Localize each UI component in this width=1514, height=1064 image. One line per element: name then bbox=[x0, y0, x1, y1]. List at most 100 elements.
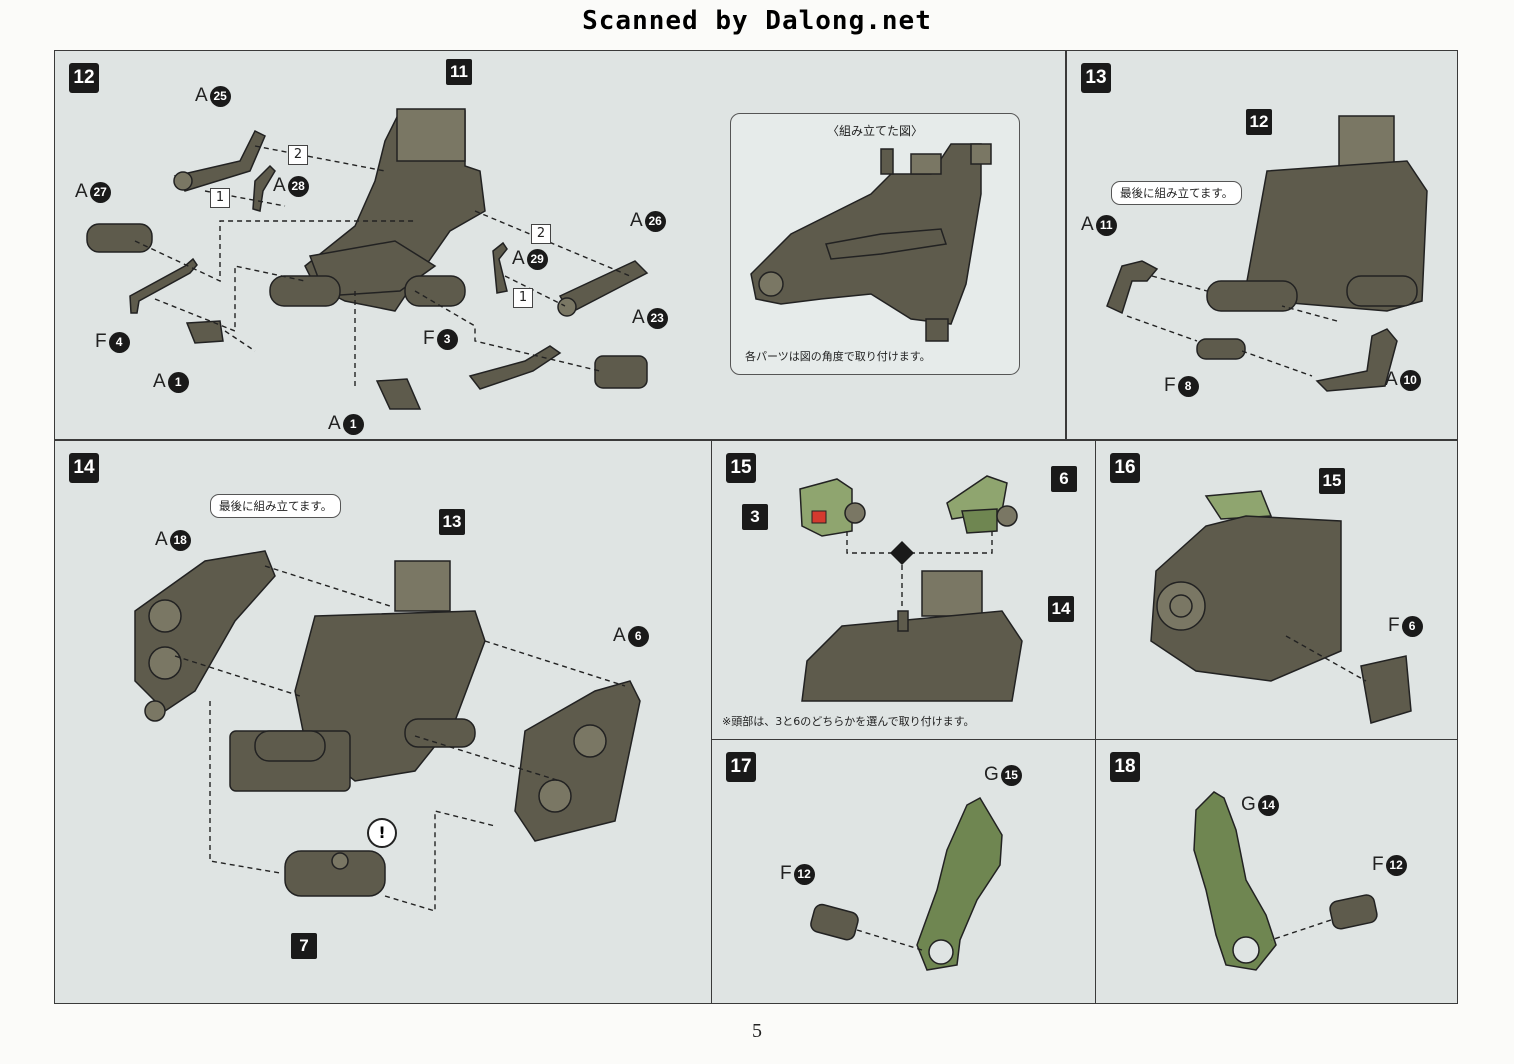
part-letter: A bbox=[195, 85, 208, 106]
order-marker-2: 2 bbox=[288, 145, 308, 165]
part-label-g14: G 14 bbox=[1241, 794, 1279, 816]
part-letter: F bbox=[1164, 375, 1176, 396]
assemble-last-bubble: 最後に組み立てます。 bbox=[210, 494, 342, 518]
part-label-a11: A 11 bbox=[1081, 214, 1117, 236]
part-letter: A bbox=[512, 248, 525, 269]
part-label-f12: F 12 bbox=[780, 863, 815, 885]
part-label-a10: A 10 bbox=[1385, 369, 1421, 391]
part-number: 26 bbox=[644, 210, 666, 232]
part-label-a23: A 23 bbox=[632, 307, 668, 329]
step-18-panel: 18 G 14 F 12 bbox=[1095, 739, 1458, 1004]
part-number: 14 bbox=[1257, 794, 1279, 816]
part-label-a27: A 27 bbox=[75, 181, 111, 203]
part-letter: A bbox=[328, 413, 341, 434]
head-choice-note: ※頭部は、3と6のどちらかを選んで取り付けます。 bbox=[722, 715, 975, 728]
step-12-illustration bbox=[86, 108, 649, 410]
part-number: 18 bbox=[169, 529, 191, 551]
part-letter: G bbox=[984, 764, 999, 785]
part-number: 8 bbox=[1177, 375, 1199, 397]
part-number: 3 bbox=[436, 328, 458, 350]
part-number: 10 bbox=[1399, 369, 1421, 391]
step-13-panel: 13 12 最後に組み立てます。 A 11 F 8 A 10 bbox=[1066, 50, 1458, 440]
inset-title: 〈組み立てた図〉 bbox=[826, 124, 923, 138]
part-label-f6: F 6 bbox=[1388, 615, 1423, 637]
part-number: 15 bbox=[1000, 764, 1022, 786]
step-number: 18 bbox=[1110, 752, 1140, 782]
part-number: 1 bbox=[167, 371, 189, 393]
step-17-illustration bbox=[810, 796, 1003, 971]
callout-main-part: 13 bbox=[439, 509, 465, 535]
callout-main-part: 11 bbox=[446, 59, 472, 85]
part-number: 27 bbox=[89, 181, 111, 203]
part-letter: F bbox=[95, 331, 107, 352]
step-15-panel: 15 3 6 14 ※頭部は、3と6のどちらかを選んで取り付けます。 bbox=[711, 440, 1096, 740]
part-letter: G bbox=[1241, 794, 1256, 815]
callout-main-part: 14 bbox=[1048, 596, 1074, 622]
part-letter: F bbox=[780, 863, 792, 884]
step-number: 13 bbox=[1081, 63, 1111, 93]
inset-note: 各パーツは図の角度で取り付けます。 bbox=[745, 350, 931, 363]
callout-head-a: 3 bbox=[742, 504, 768, 530]
order-marker-1b: 1 bbox=[513, 288, 533, 308]
part-letter: A bbox=[630, 210, 643, 231]
part-label-a25: A 25 bbox=[195, 85, 231, 107]
callout-head-b: 6 bbox=[1051, 466, 1077, 492]
part-letter: A bbox=[153, 371, 166, 392]
part-label-a28: A 28 bbox=[273, 175, 309, 197]
part-label-a1: A 1 bbox=[153, 371, 189, 393]
part-number: 12 bbox=[793, 863, 815, 885]
callout-main-part: 12 bbox=[1246, 109, 1272, 135]
order-marker-1: 1 bbox=[210, 188, 230, 208]
part-label-a1-second: A 1 bbox=[328, 413, 364, 435]
step-number: 14 bbox=[69, 453, 99, 483]
part-number: 1 bbox=[342, 413, 364, 435]
part-letter: A bbox=[1081, 214, 1094, 235]
part-letter: A bbox=[632, 307, 645, 328]
step-14-panel: 14 13 最後に組み立てます。 A 18 A 6 ! 7 bbox=[54, 440, 712, 1004]
part-label-g15: G 15 bbox=[984, 764, 1022, 786]
step-17-panel: 17 G 15 F 12 bbox=[711, 739, 1096, 1004]
part-letter: A bbox=[1385, 369, 1398, 390]
callout-bottom-part: 7 bbox=[291, 933, 317, 959]
step-number: 17 bbox=[726, 752, 756, 782]
part-number: 25 bbox=[209, 85, 231, 107]
part-label-a29: A 29 bbox=[512, 248, 548, 270]
part-letter: A bbox=[613, 625, 626, 646]
part-label-f12: F 12 bbox=[1372, 854, 1407, 876]
step-18-illustration bbox=[1193, 791, 1378, 971]
part-number: 29 bbox=[526, 248, 548, 270]
step-number: 16 bbox=[1110, 453, 1140, 483]
part-label-f8: F 8 bbox=[1164, 375, 1199, 397]
scan-header: Scanned by Dalong.net bbox=[582, 6, 932, 36]
part-letter: F bbox=[1372, 854, 1384, 875]
part-number: 28 bbox=[287, 175, 309, 197]
part-letter: F bbox=[1388, 615, 1400, 636]
part-letter: F bbox=[423, 328, 435, 349]
step-12-panel: 12 11 A 25 A 27 A 28 A 26 A 29 A 23 F 4 … bbox=[54, 50, 1066, 440]
part-label-a6: A 6 bbox=[613, 625, 649, 647]
step-16-illustration bbox=[1150, 490, 1412, 724]
order-marker-2b: 2 bbox=[531, 224, 551, 244]
part-number: 4 bbox=[108, 331, 130, 353]
step-15-illustration bbox=[799, 475, 1023, 702]
part-label-a26: A 26 bbox=[630, 210, 666, 232]
step-14-illustration bbox=[134, 550, 641, 912]
part-number: 6 bbox=[1401, 615, 1423, 637]
part-letter: A bbox=[75, 181, 88, 202]
assembled-view-inset: 〈組み立てた図〉 各パーツは図の角度で取り付けます。 bbox=[730, 113, 1020, 375]
part-label-f3: F 3 bbox=[423, 328, 458, 350]
callout-main-part: 15 bbox=[1319, 468, 1345, 494]
step-number: 15 bbox=[726, 453, 756, 483]
part-letter: A bbox=[155, 529, 168, 550]
part-label-f4: F 4 bbox=[95, 331, 130, 353]
part-number: 6 bbox=[627, 625, 649, 647]
part-letter: A bbox=[273, 175, 286, 196]
caution-icon: ! bbox=[367, 818, 397, 848]
part-number: 11 bbox=[1095, 214, 1117, 236]
assemble-last-bubble: 最後に組み立てます。 bbox=[1111, 181, 1243, 205]
part-number: 12 bbox=[1385, 854, 1407, 876]
part-number: 23 bbox=[646, 307, 668, 329]
step-number: 12 bbox=[69, 63, 99, 93]
part-label-a18: A 18 bbox=[155, 529, 191, 551]
step-16-panel: 16 15 F 6 bbox=[1095, 440, 1458, 740]
